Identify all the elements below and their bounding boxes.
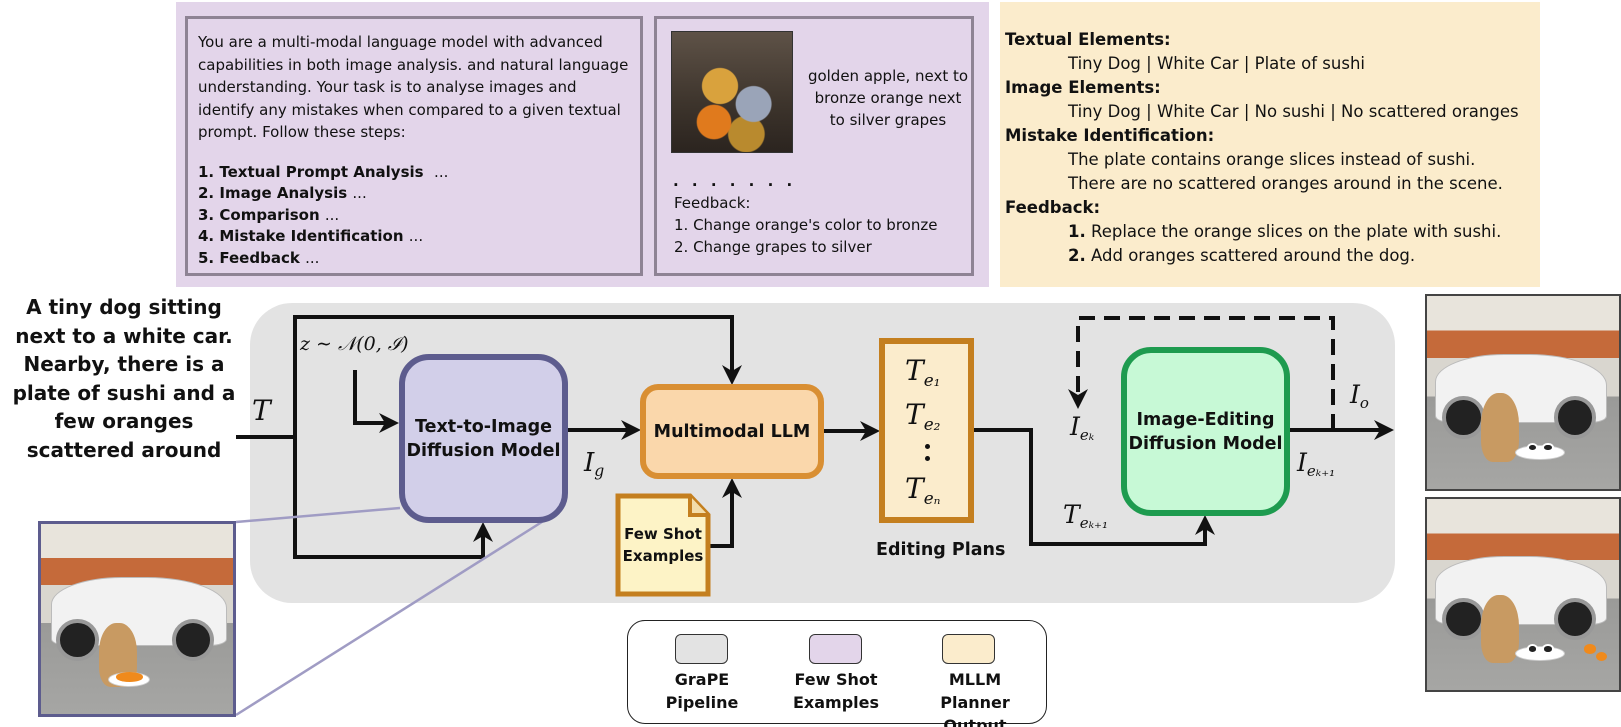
feedback-item: 1. Replace the orange slices on the plat… bbox=[1068, 222, 1502, 241]
zoom-line-lower bbox=[235, 518, 546, 717]
text-to-image-diffusion-model: Text-to-Image Diffusion Model bbox=[399, 354, 568, 523]
instructions-text: You are a multi-modal language model wit… bbox=[198, 33, 629, 141]
dog bbox=[1480, 594, 1520, 664]
textual-elements-heading: Textual Elements: bbox=[1005, 30, 1171, 49]
input-prompt: A tiny dog sitting next to a white car. … bbox=[12, 295, 236, 462]
feedback-loop-line bbox=[1068, 316, 1335, 430]
legend: GraPE Pipeline Few Shot Examples MLLM Pl… bbox=[627, 620, 1047, 727]
step-item: 3. Comparison ... bbox=[198, 205, 340, 224]
textual-elements-list: Tiny Dog | White Car | Plate of sushi bbox=[1068, 54, 1365, 73]
few-shot-examples-label: Few Shot Examples bbox=[622, 525, 704, 565]
noise-to-t2i-line bbox=[353, 370, 399, 433]
example-image bbox=[671, 31, 793, 153]
legend-swatch-mllm-output bbox=[942, 634, 995, 664]
car-wheel bbox=[1442, 396, 1485, 439]
mllm-planner-output-panel: Textual Elements: Tiny Dog | White Car |… bbox=[1000, 2, 1540, 287]
step-item: 4. Mistake Identification ... bbox=[198, 227, 424, 245]
image-elements-list: Tiny Dog | White Car | No sushi | No sca… bbox=[1068, 102, 1519, 121]
plan-item: Te₁ bbox=[905, 354, 941, 390]
step-item: 1. Textual Prompt Analysis ... bbox=[198, 162, 449, 181]
orange bbox=[1584, 644, 1596, 654]
sushi bbox=[1542, 442, 1554, 453]
step-item: 2. Image Analysis ... bbox=[198, 184, 367, 202]
few-shot-examples-node bbox=[615, 493, 711, 597]
feedback-heading: Feedback: bbox=[1005, 198, 1101, 217]
car-wheel bbox=[1442, 598, 1485, 641]
legend-label: MLLM Planner Output bbox=[940, 670, 1010, 727]
plan-item: Teₙ bbox=[905, 472, 941, 508]
io-label: Io bbox=[1350, 380, 1369, 413]
generated-image bbox=[38, 521, 236, 717]
feedback-item: 2. Add oranges scattered around the dog. bbox=[1068, 246, 1416, 265]
car-wheel bbox=[1553, 396, 1596, 439]
ig-label: Ig bbox=[584, 448, 605, 481]
editing-plans-node: Te₁ Te₂ Teₙ bbox=[879, 338, 974, 523]
plate bbox=[1515, 444, 1566, 461]
iek1-label: Ieₖ₊₁ bbox=[1297, 448, 1336, 481]
output-image-intermediate bbox=[1425, 294, 1621, 491]
step-item: 5. Feedback ... bbox=[198, 248, 320, 267]
feedback-title: Feedback: bbox=[674, 194, 751, 212]
prompt-to-t2i-line bbox=[293, 437, 493, 559]
car-wheel bbox=[171, 619, 214, 661]
zoom-line-upper bbox=[235, 506, 401, 524]
prompt-to-mllm-line bbox=[293, 315, 742, 437]
sushi bbox=[1542, 644, 1554, 654]
legend-label: GraPE Pipeline bbox=[665, 670, 739, 712]
plate bbox=[1515, 646, 1566, 662]
sushi bbox=[1526, 644, 1539, 654]
example-feedback: Feedback: 1. Change orange's color to br… bbox=[674, 192, 937, 258]
mistake-item: There are no scattered oranges around in… bbox=[1068, 174, 1503, 193]
fewshot-to-mllm-line bbox=[708, 478, 742, 548]
orange-slices bbox=[115, 672, 143, 682]
legend-swatch-pipeline bbox=[675, 634, 728, 664]
feedback-item: 1. Change orange's color to bronze bbox=[674, 216, 938, 234]
editing-plans-label: Editing Plans bbox=[876, 540, 1006, 560]
example-caption: golden apple, next to bronze orange next… bbox=[807, 67, 969, 129]
steps-list: 1. Textual Prompt Analysis ... 2. Image … bbox=[198, 162, 630, 270]
plans-to-edit-line bbox=[974, 428, 1215, 546]
legend-swatch-few-shot bbox=[809, 634, 862, 664]
mistake-item: The plate contains orange slices instead… bbox=[1068, 150, 1476, 169]
image-editing-diffusion-model: Image-Editing Diffusion Model bbox=[1121, 347, 1290, 516]
t-symbol: T bbox=[252, 394, 271, 427]
plan-dot bbox=[925, 456, 930, 461]
car-wheel bbox=[1553, 598, 1596, 641]
few-shot-example: golden apple, next to bronze orange next… bbox=[654, 16, 974, 276]
legend-label: Few Shot Examples bbox=[792, 670, 880, 712]
mistake-identification-heading: Mistake Identification: bbox=[1005, 126, 1215, 145]
plan-item: Te₂ bbox=[905, 398, 941, 434]
plan-dot bbox=[925, 444, 930, 449]
image-elements-heading: Image Elements: bbox=[1005, 78, 1161, 97]
few-shot-instructions: You are a multi-modal language model wit… bbox=[185, 16, 643, 276]
dog bbox=[1480, 392, 1520, 462]
example-ellipsis: . . . . . . . bbox=[673, 172, 797, 190]
tek1-label: Teₖ₊₁ bbox=[1063, 500, 1108, 533]
noise-label: z ∼ 𝒩(0, ℐ) bbox=[300, 333, 409, 355]
feedback-item: 2. Change grapes to silver bbox=[674, 238, 872, 256]
car-wheel bbox=[56, 619, 99, 661]
multimodal-llm: Multimodal LLM bbox=[640, 384, 824, 479]
sushi bbox=[1526, 442, 1539, 453]
orange bbox=[1595, 651, 1608, 662]
iek-label: Ieₖ bbox=[1070, 412, 1095, 445]
output-image-final bbox=[1425, 497, 1621, 692]
